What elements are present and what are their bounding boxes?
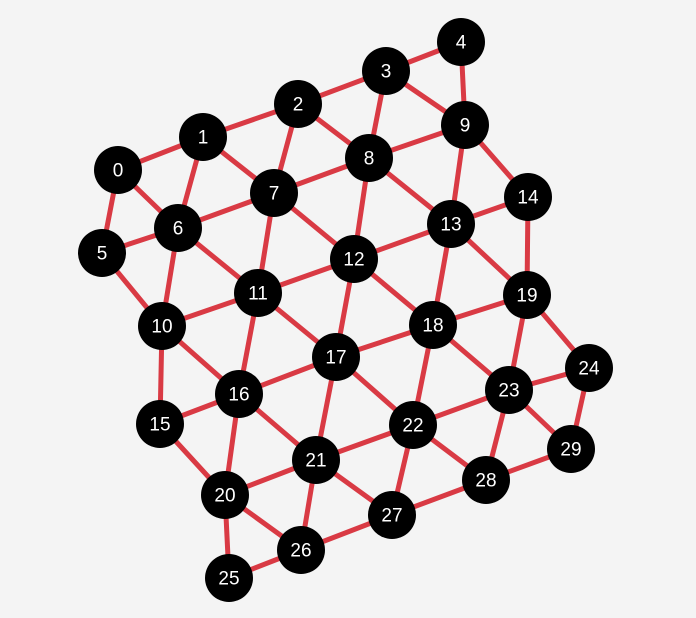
node-circle — [312, 333, 360, 381]
node-circle — [362, 47, 410, 95]
node-circle — [547, 425, 595, 473]
node-1: 1 — [179, 113, 227, 161]
node-label: 24 — [578, 359, 600, 380]
node-18: 18 — [409, 301, 457, 349]
node-circle — [345, 134, 393, 182]
node-label: 27 — [381, 506, 402, 527]
node-label: 22 — [402, 416, 423, 437]
node-circle — [205, 554, 253, 602]
node-label: 20 — [214, 486, 235, 507]
node-label: 7 — [269, 184, 280, 205]
node-circle — [136, 400, 184, 448]
node-label: 1 — [198, 128, 209, 149]
nodes-layer: 0123456789101112131415161718192021222324… — [78, 18, 613, 602]
node-21: 21 — [292, 436, 340, 484]
node-7: 7 — [250, 169, 298, 217]
node-circle — [201, 471, 249, 519]
node-3: 3 — [362, 47, 410, 95]
node-circle — [462, 456, 510, 504]
node-label: 2 — [293, 95, 304, 116]
node-label: 29 — [560, 440, 581, 461]
node-23: 23 — [485, 366, 533, 414]
node-label: 16 — [228, 385, 249, 406]
node-29: 29 — [547, 425, 595, 473]
node-12: 12 — [330, 235, 378, 283]
node-circle — [94, 146, 142, 194]
node-circle — [292, 436, 340, 484]
node-circle — [409, 301, 457, 349]
node-5: 5 — [78, 229, 126, 277]
node-circle — [234, 269, 282, 317]
node-circle — [389, 401, 437, 449]
node-circle — [441, 101, 489, 149]
node-circle — [565, 344, 613, 392]
node-circle — [274, 80, 322, 128]
node-label: 11 — [248, 284, 268, 305]
node-22: 22 — [389, 401, 437, 449]
node-label: 3 — [381, 62, 392, 83]
node-10: 10 — [138, 302, 186, 350]
node-label: 5 — [97, 244, 108, 265]
node-label: 19 — [516, 286, 537, 307]
node-20: 20 — [201, 471, 249, 519]
node-15: 15 — [136, 400, 184, 448]
node-27: 27 — [368, 491, 416, 539]
node-0: 0 — [94, 146, 142, 194]
node-circle — [437, 18, 485, 66]
node-24: 24 — [565, 344, 613, 392]
node-label: 4 — [456, 33, 467, 54]
node-6: 6 — [154, 204, 202, 252]
node-circle — [504, 173, 552, 221]
node-17: 17 — [312, 333, 360, 381]
node-label: 15 — [149, 415, 170, 436]
node-11: 11 — [234, 269, 282, 317]
node-label: 10 — [151, 317, 172, 338]
node-14: 14 — [504, 173, 552, 221]
node-label: 25 — [218, 569, 239, 590]
node-circle — [368, 491, 416, 539]
node-circle — [427, 200, 475, 248]
node-26: 26 — [277, 526, 325, 574]
node-19: 19 — [503, 271, 551, 319]
node-circle — [138, 302, 186, 350]
node-circle — [154, 204, 202, 252]
node-circle — [78, 229, 126, 277]
node-label: 13 — [440, 215, 461, 236]
node-label: 14 — [517, 188, 539, 209]
node-label: 28 — [475, 471, 496, 492]
node-circle — [330, 235, 378, 283]
node-label: 26 — [290, 541, 311, 562]
node-label: 9 — [460, 116, 471, 137]
node-label: 0 — [113, 161, 124, 182]
node-2: 2 — [274, 80, 322, 128]
node-label: 6 — [173, 219, 184, 240]
node-label: 12 — [343, 250, 364, 271]
node-label: 23 — [498, 381, 519, 402]
node-circle — [250, 169, 298, 217]
node-25: 25 — [205, 554, 253, 602]
node-label: 21 — [305, 451, 326, 472]
node-circle — [215, 370, 263, 418]
node-13: 13 — [427, 200, 475, 248]
node-circle — [179, 113, 227, 161]
node-16: 16 — [215, 370, 263, 418]
node-8: 8 — [345, 134, 393, 182]
node-label: 18 — [422, 316, 443, 337]
node-28: 28 — [462, 456, 510, 504]
node-9: 9 — [441, 101, 489, 149]
node-circle — [485, 366, 533, 414]
node-circle — [277, 526, 325, 574]
node-label: 17 — [325, 348, 346, 369]
node-label: 8 — [364, 149, 375, 170]
node-4: 4 — [437, 18, 485, 66]
node-circle — [503, 271, 551, 319]
